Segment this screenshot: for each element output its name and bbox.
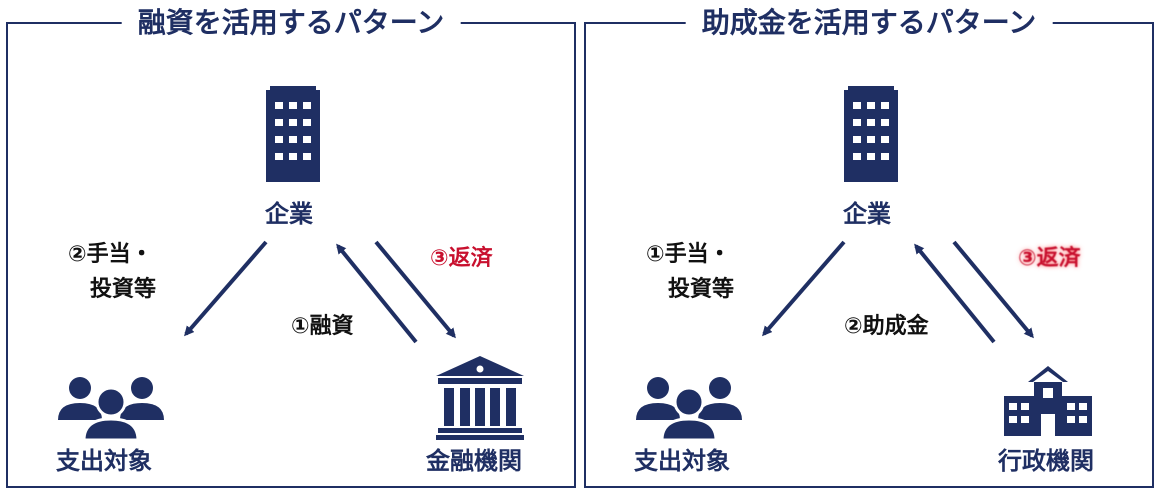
arrow-company-to-target: [184, 240, 268, 337]
repayment-label: ③返済: [1018, 246, 1081, 271]
arrows: [184, 240, 456, 344]
bank-icon: [436, 356, 524, 440]
allowance-label-line1: ①手当・: [646, 242, 731, 267]
financing-label: ①融資: [291, 314, 354, 339]
grant-pattern-panel: 助成金を活用するパターン 企業 ①手当・ 投資等 ③返済 ②助成金: [584, 5, 1154, 488]
allowance-label-line1: ②手当・: [68, 242, 153, 267]
people-group-icon: [58, 377, 164, 442]
expense-target-label: 支出対象: [56, 447, 152, 475]
company-label: 企業: [265, 200, 313, 228]
office-building-icon: [266, 86, 320, 182]
arrows: [762, 240, 1034, 344]
government-agency-label: 行政機関: [998, 447, 1094, 475]
people-group-icon: [636, 377, 742, 442]
grant-label: ②助成金: [844, 314, 929, 339]
arrow-company-to-target: [762, 240, 846, 337]
panel-title: 助成金を活用するパターン: [685, 5, 1053, 41]
repayment-label: ③返済: [430, 246, 493, 271]
company-label: 企業: [843, 200, 891, 228]
arrow-government-to-company: [914, 243, 996, 344]
government-building-icon: [1004, 366, 1092, 436]
allowance-label-line2: 投資等: [90, 277, 157, 302]
panel-title: 融資を活用するパターン: [121, 5, 461, 41]
financing-pattern-panel: 融資を活用するパターン 企業 ②手当・ 投資等 ③返済 ①融資: [6, 5, 576, 488]
office-building-icon: [844, 86, 898, 182]
allowance-label-line2: 投資等: [668, 277, 735, 302]
arrow-institution-to-company: [336, 243, 418, 344]
arrow-company-to-institution: [374, 240, 456, 339]
financial-institution-label: 金融機関: [426, 447, 522, 475]
expense-target-label: 支出対象: [634, 447, 730, 475]
arrow-company-to-government: [952, 240, 1034, 339]
